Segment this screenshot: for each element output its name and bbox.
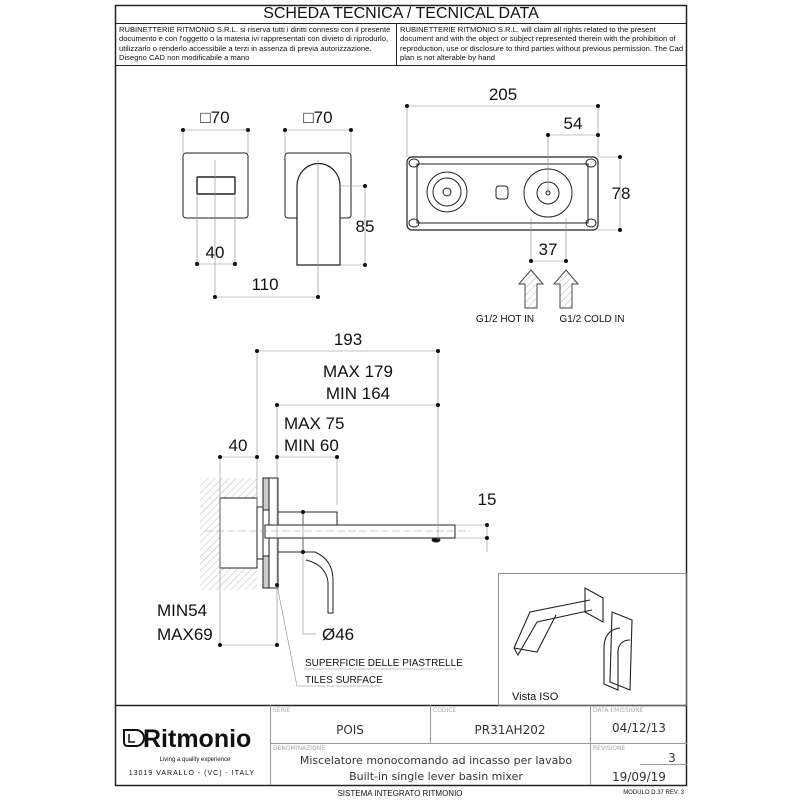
dim-max-179: MAX 179 [323,362,393,381]
denominazione-label: DENOMINAZIONE [273,745,325,752]
side-view [200,349,489,687]
codice-value: PR31AH202 [475,723,546,737]
hot-inlet-label: G1/2 HOT IN [476,314,534,325]
tiles-surface-label-it: SUPERFICIE DELLE PIASTRELLE [305,658,463,669]
dim-37: 37 [539,240,558,259]
ritmonio-logo-icon [123,729,145,747]
revisione-label: REVISIONE [593,745,626,752]
revision-date: 19/09/19 [612,770,666,784]
dim-diameter-46: Ø46 [322,625,354,644]
cold-inlet-arrow-icon [552,269,580,309]
sheet-title: SCHEDA TECNICA / TECNICAL DATA [263,5,539,22]
dim-78: 78 [612,184,631,203]
tiles-surface-label-en: TILES SURFACE [305,675,383,686]
copyright-notice-en: RUBINETTERIE RITMONIO S.R.L. will claim … [400,25,684,63]
dim-max-75: MAX 75 [284,414,344,433]
brand-tagline: Living a quality experience [160,757,231,763]
brand-name: Ritmonio [143,725,251,753]
iso-view-label: Vista ISO [512,691,559,703]
codice-label: CODICE [433,707,456,714]
dim-min-54: MIN54 [157,601,207,620]
dim-110: 110 [251,275,278,294]
cold-inlet-label: G1/2 COLD IN [559,314,624,325]
dim-min-164: MIN 164 [326,384,390,403]
serie-label: SERIE [273,707,291,714]
copyright-notice-it: RUBINETTERIE RITMONIO S.R.L. si riserva … [119,25,391,63]
iso-view-illustration [513,587,633,691]
embedded-box-view [405,104,622,309]
handle-plate-size-label: □70 [303,108,332,127]
dim-15: 15 [478,490,497,509]
serie-value: POIS [336,723,364,737]
sheet-frame [114,4,688,787]
hot-inlet-arrow-icon [517,269,545,309]
dim-205: 205 [489,85,517,104]
footer-system: SISTEMA INTEGRATO RITMONIO [337,789,462,798]
dim-54: 54 [564,114,583,133]
description-en: Built-in single lever basin mixer [349,770,523,783]
footer-module: MODULO D.37 REV. 3 [623,790,684,796]
plate-size-label: □70 [200,108,229,127]
description-it: Miscelatore monocomando ad incasso per l… [300,754,573,767]
dim-40-front: 40 [206,243,225,262]
company-address: 13019 VARALLO - (VC) - ITALY [129,770,255,777]
data-emissione-value: 04/12/13 [612,721,666,735]
front-view-plate [181,128,367,299]
dim-193: 193 [334,330,362,349]
dim-85: 85 [356,217,375,236]
dim-max-69: MAX69 [157,625,213,644]
dim-min-60: MIN 60 [284,436,339,455]
dim-40-side: 40 [229,436,248,455]
revisione-value: 3 [668,751,676,765]
data-emissione-label: DATA EMISSIONE [593,707,644,714]
